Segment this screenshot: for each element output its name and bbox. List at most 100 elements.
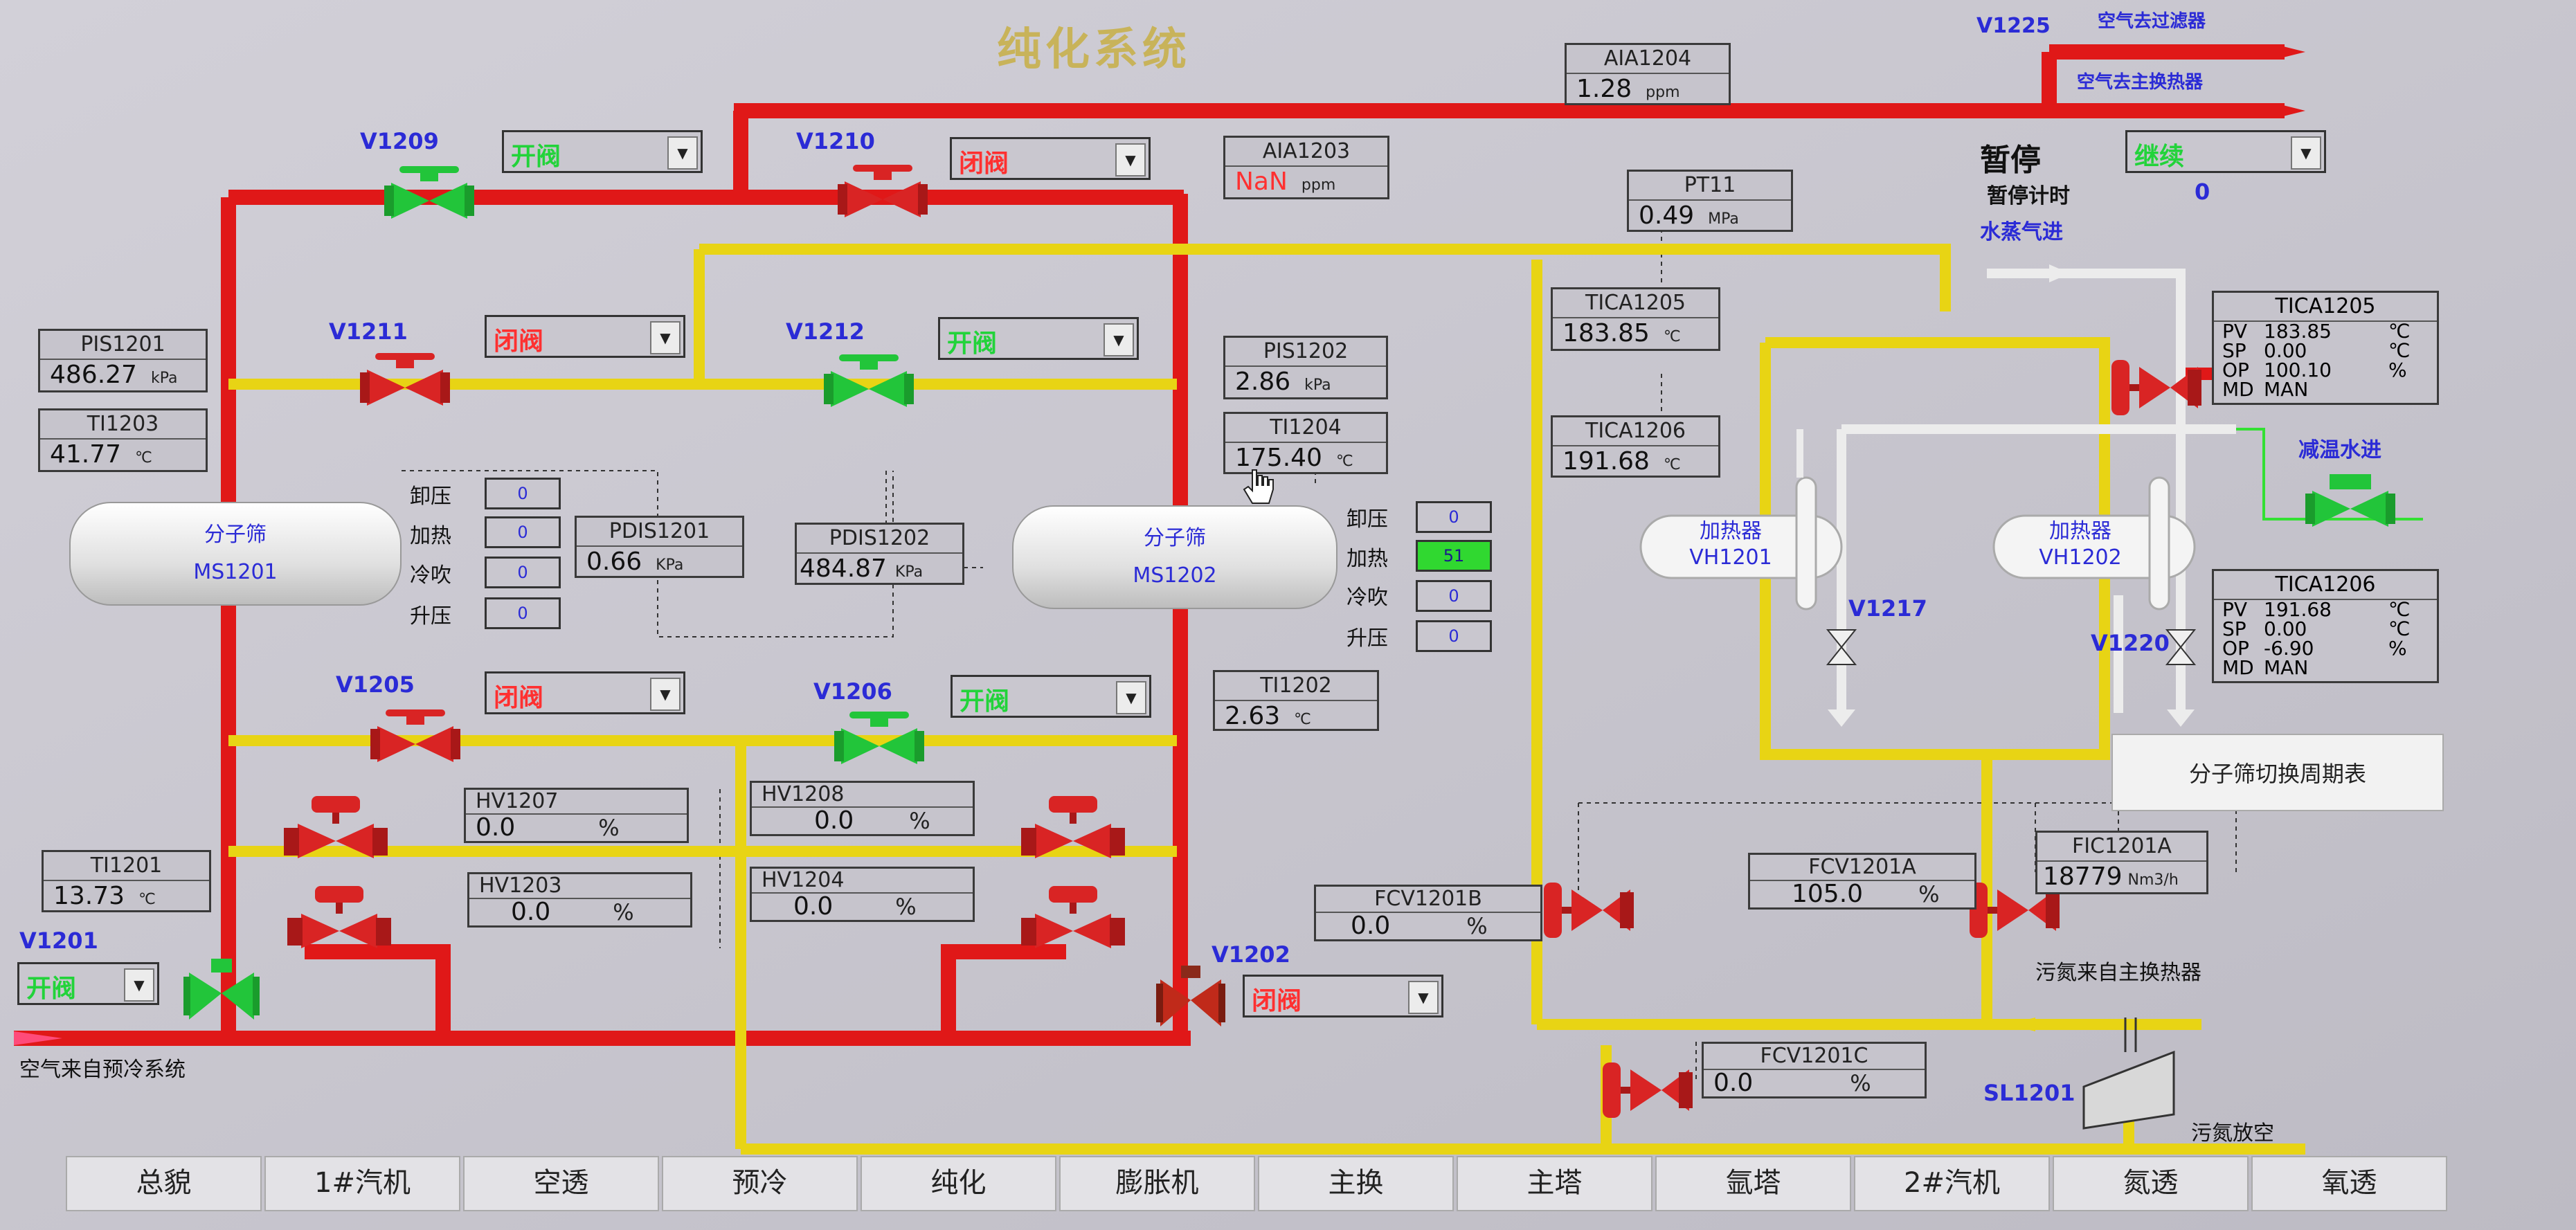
- molecular-sieve-ms1201[interactable]: 分子筛 MS1201: [69, 502, 402, 606]
- instrument-hv1203[interactable]: HV1203 0.0%: [467, 872, 692, 928]
- valve-v1212-icon[interactable]: [824, 354, 914, 410]
- instrument-fcv1201a[interactable]: FCV1201A 105.0%: [1748, 853, 1976, 910]
- instrument-ti1201[interactable]: TI1201 13.73℃: [42, 850, 211, 912]
- tab-argon-column[interactable]: 氩塔: [1655, 1156, 1851, 1211]
- control-valve-hv1208-icon[interactable]: [1021, 796, 1125, 858]
- molecular-sieve-ms1202[interactable]: 分子筛 MS1202: [1012, 505, 1337, 609]
- heater-vh1201[interactable]: 加热器 VH1201: [1658, 516, 1803, 578]
- fcv1201c-unit: %: [1850, 1070, 1871, 1096]
- control-valve-fcv1201a-icon[interactable]: [1970, 876, 2060, 945]
- ms1202-step-depressurize: 卸压: [1346, 507, 1388, 532]
- control-valve-fcv1201c-icon[interactable]: [1603, 1056, 1693, 1125]
- tab-purification[interactable]: 纯化: [861, 1156, 1056, 1211]
- valve-v1202-icon[interactable]: [1156, 966, 1225, 1028]
- v1201-dropdown[interactable]: 开阀 ▼: [17, 962, 159, 1005]
- tica1205-tag: TICA1205: [1553, 289, 1718, 318]
- pdis1201-tag: PDIS1201: [577, 518, 742, 547]
- pis1201-value: 486.27: [50, 361, 137, 389]
- sp-label: SP: [2222, 617, 2246, 640]
- v1209-dropdown[interactable]: 开阀 ▼: [502, 130, 703, 173]
- chevron-down-icon[interactable]: ▼: [1408, 981, 1439, 1014]
- tab-turbine-2[interactable]: 2#汽机: [1854, 1156, 2050, 1211]
- chevron-down-icon[interactable]: ▼: [2291, 136, 2321, 170]
- v1212-dropdown[interactable]: 开阀 ▼: [938, 317, 1139, 360]
- ti1204-value: 175.40: [1235, 444, 1322, 472]
- valve-v1201-icon[interactable]: [183, 959, 260, 1021]
- control-valve-tica1205-icon[interactable]: [2111, 353, 2201, 422]
- control-valve-hv1204-icon[interactable]: [1021, 886, 1125, 948]
- valve-v1209-icon[interactable]: [384, 166, 474, 221]
- control-valve-hv1207-icon[interactable]: [284, 796, 388, 858]
- ms1201-pressurize-timer: 0: [485, 597, 561, 629]
- v1202-dropdown[interactable]: 闭阀 ▼: [1243, 975, 1443, 1018]
- ti1201-tag: TI1201: [44, 852, 209, 881]
- v1205-dropdown[interactable]: 闭阀 ▼: [485, 671, 685, 714]
- fcv1201a-value: 105.0: [1792, 880, 1864, 908]
- chevron-down-icon[interactable]: ▼: [1104, 323, 1134, 356]
- tab-main-exchanger[interactable]: 主换: [1258, 1156, 1454, 1211]
- pause-label: 暂停: [1980, 143, 2041, 178]
- ms1201-heat-timer: 0: [485, 516, 561, 548]
- ti1202-tag: TI1202: [1215, 672, 1377, 701]
- instrument-ti1202[interactable]: TI1202 2.63℃: [1213, 670, 1379, 731]
- instrument-hv1208[interactable]: HV1208 0.0%: [750, 781, 975, 836]
- chevron-down-icon[interactable]: ▼: [124, 968, 154, 1002]
- tab-oxygen-compressor[interactable]: 氧透: [2251, 1156, 2447, 1211]
- chevron-down-icon[interactable]: ▼: [1116, 681, 1146, 714]
- ti1204-tag: TI1204: [1225, 414, 1386, 443]
- chevron-down-icon[interactable]: ▼: [650, 678, 681, 711]
- control-valve-fcv1201b-icon[interactable]: [1544, 876, 1634, 945]
- instrument-tica1206[interactable]: TICA1206 191.68℃: [1551, 415, 1720, 478]
- instrument-fcv1201c[interactable]: FCV1201C 0.0%: [1702, 1042, 1927, 1098]
- instrument-hv1204[interactable]: HV1204 0.0%: [750, 867, 975, 922]
- pv-label: PV: [2222, 598, 2248, 621]
- v1211-dropdown[interactable]: 闭阀 ▼: [485, 315, 685, 358]
- instrument-ti1203[interactable]: TI1203 41.77℃: [38, 408, 208, 472]
- pdis1202-value: 484.87: [800, 554, 887, 583]
- valve-v1205-icon[interactable]: [370, 709, 460, 765]
- chevron-down-icon[interactable]: ▼: [1115, 143, 1146, 177]
- fic1201a-unit: Nm3/h: [2127, 871, 2179, 889]
- chevron-down-icon[interactable]: ▼: [667, 136, 698, 170]
- tab-nitrogen-compressor[interactable]: 氮透: [2053, 1156, 2249, 1211]
- valve-temp-water-icon[interactable]: [2305, 474, 2395, 530]
- instrument-hv1207[interactable]: HV1207 0.0%: [464, 788, 689, 843]
- tab-expander[interactable]: 膨胀机: [1059, 1156, 1255, 1211]
- ms1201-depressurize-timer: 0: [485, 478, 561, 509]
- control-valve-hv1203-icon[interactable]: [287, 886, 391, 948]
- tab-precool[interactable]: 预冷: [662, 1156, 858, 1211]
- label-waste-n2-from-hx: 污氮来自主换热器: [2035, 961, 2201, 985]
- continue-dropdown[interactable]: 继续 ▼: [2125, 130, 2326, 173]
- instrument-tica1205[interactable]: TICA1205 183.85℃: [1551, 287, 1720, 351]
- ms1202-step-pressurize: 升压: [1346, 626, 1388, 651]
- tab-main-column[interactable]: 主塔: [1457, 1156, 1652, 1211]
- tica1205-value: 183.85: [1562, 319, 1650, 347]
- sieve-switch-schedule-button[interactable]: 分子筛切换周期表: [2111, 734, 2444, 811]
- tab-overview[interactable]: 总貌: [66, 1156, 262, 1211]
- hv1203-unit: %: [613, 899, 634, 925]
- tica1206-pv-unit: ℃: [2388, 598, 2411, 621]
- valve-v1206-icon[interactable]: [834, 712, 924, 767]
- ti1203-value: 41.77: [50, 440, 122, 469]
- v1210-dropdown[interactable]: 闭阀 ▼: [950, 137, 1151, 180]
- chevron-down-icon[interactable]: ▼: [650, 321, 681, 354]
- instrument-fcv1201b[interactable]: FCV1201B 0.0%: [1314, 885, 1542, 941]
- valve-v1210-icon[interactable]: [838, 165, 928, 220]
- ms1201-tag: MS1201: [193, 560, 278, 584]
- tab-air-compressor[interactable]: 空透: [463, 1156, 659, 1211]
- heater-vh1202[interactable]: 加热器 VH1202: [2008, 516, 2153, 578]
- tab-turbine-1[interactable]: 1#汽机: [264, 1156, 460, 1211]
- valve-v1211-icon[interactable]: [360, 353, 450, 408]
- v1206-dropdown[interactable]: 开阀 ▼: [951, 675, 1151, 718]
- instrument-ti1204[interactable]: TI1204 175.40℃: [1223, 412, 1388, 474]
